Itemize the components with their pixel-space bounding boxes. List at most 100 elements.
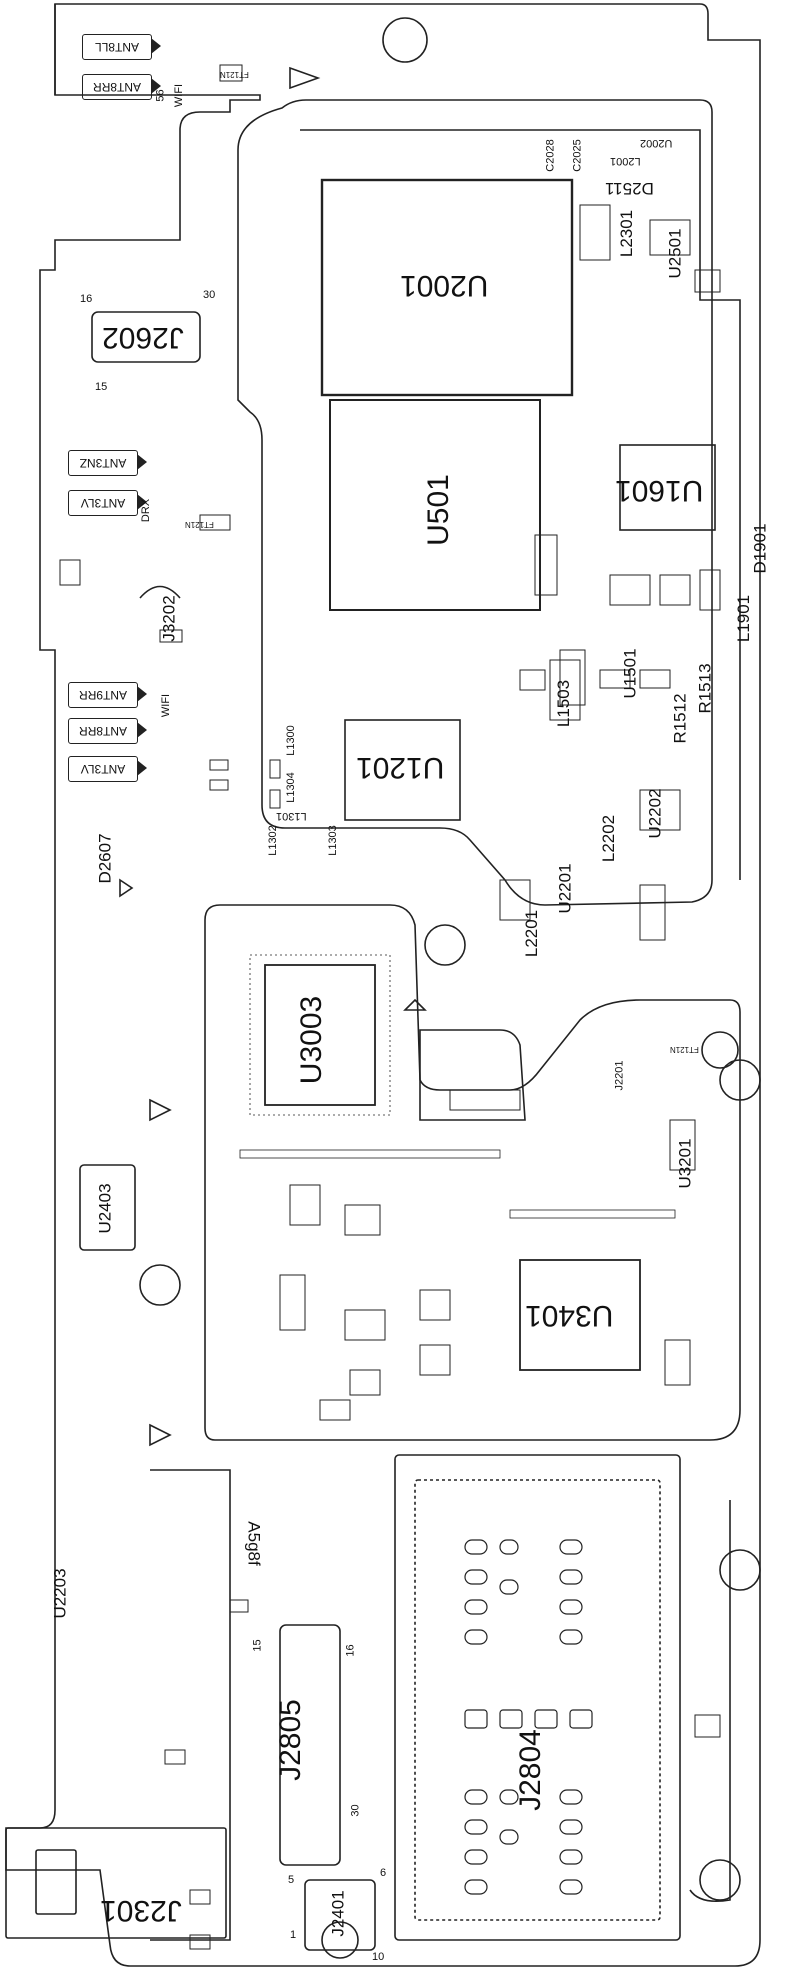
label-j2805-16: 16 bbox=[344, 1644, 357, 1657]
label-pin-30: 30 bbox=[203, 289, 216, 301]
label-j2401-6: 6 bbox=[380, 1867, 387, 1879]
passive-l1503: L1503 bbox=[554, 679, 574, 728]
mount-hole bbox=[321, 1921, 359, 1959]
shield-lower bbox=[150, 1469, 231, 1941]
label-j2805-30: 30 bbox=[349, 1804, 362, 1817]
passive-l1901: L1901 bbox=[734, 594, 754, 643]
j2805-outline bbox=[279, 1624, 341, 1866]
connector-label-j2401: J2401 bbox=[328, 1890, 348, 1937]
chip-label-u2403: U2403 bbox=[95, 1183, 115, 1234]
connector-label-j3202: J3202 bbox=[159, 595, 179, 642]
mount-hole bbox=[139, 1264, 181, 1306]
connector-label-j2301: J2301 bbox=[100, 1894, 182, 1927]
passive-l1302: L1302 bbox=[266, 825, 279, 856]
chip-label-u501: U501 bbox=[421, 474, 455, 546]
label-j2401-1: 1 bbox=[290, 1929, 297, 1941]
u501-outline bbox=[329, 399, 541, 611]
shield-upper-inner bbox=[300, 129, 741, 880]
u2001-outline bbox=[320, 178, 574, 397]
mount-hole bbox=[719, 1059, 761, 1101]
chip-label-u2501: U2501 bbox=[665, 228, 685, 279]
chip-label-u1501: U1501 bbox=[620, 648, 640, 699]
passive-r1512: R1512 bbox=[670, 693, 690, 744]
passive-l2202: L2202 bbox=[599, 814, 619, 863]
mount-hole bbox=[701, 1031, 739, 1069]
shield-sub bbox=[419, 1029, 526, 1121]
u1201-outline bbox=[344, 719, 461, 821]
connector-label-j2201: J2201 bbox=[613, 1060, 626, 1091]
antenna-tab-ant3lv: ANT3LV bbox=[68, 490, 138, 516]
chip-label-u1201: U1201 bbox=[356, 751, 445, 784]
mount-hole bbox=[382, 17, 428, 63]
label-ft-right: FT121N bbox=[670, 1045, 699, 1054]
u3401-outline bbox=[519, 1259, 641, 1371]
j2401-outline bbox=[304, 1879, 376, 1951]
connector-label-j2805: J2805 bbox=[273, 1699, 307, 1781]
passive-d1901: D1901 bbox=[750, 523, 770, 574]
chip-label-u2002: U2002 bbox=[640, 137, 673, 149]
label-j2401-5: 5 bbox=[288, 1874, 295, 1886]
label-j2401-10: 10 bbox=[372, 1951, 385, 1963]
audio-jack-inner bbox=[35, 1849, 77, 1915]
marker-triangle bbox=[149, 1098, 172, 1122]
passive-r1513: R1513 bbox=[695, 663, 715, 714]
shield-lower-right bbox=[689, 1500, 731, 1903]
label-wifi-top: WIFI bbox=[173, 83, 186, 108]
antenna-tab-ant9rr: ANT9RR bbox=[68, 682, 138, 708]
chip-label-u3401: U3401 bbox=[525, 1299, 614, 1332]
card-tray-outline bbox=[394, 1454, 681, 1941]
chip-label-u3201: U3201 bbox=[675, 1138, 695, 1189]
passive-l1303: L1303 bbox=[326, 825, 339, 856]
chip-label-u2201: U2201 bbox=[555, 863, 575, 914]
mount-hole bbox=[699, 1859, 741, 1901]
chip-label-u1601: U1601 bbox=[615, 474, 704, 507]
passive-c2028: C2028 bbox=[544, 139, 557, 172]
label-j2805-15: 15 bbox=[251, 1639, 264, 1652]
passive-d2607: D2607 bbox=[95, 833, 115, 884]
antenna-tab-ant8rr: ANT8RR bbox=[82, 74, 152, 100]
label-variant: A5g8f bbox=[244, 1521, 264, 1566]
passive-c2025: C2025 bbox=[571, 139, 584, 172]
passive-d2511: D2511 bbox=[605, 179, 654, 198]
shield-upper bbox=[237, 99, 713, 906]
passive-l1301: L1301 bbox=[276, 810, 307, 822]
passive-l2001: L2001 bbox=[610, 155, 641, 167]
connector-label-j2602: J2602 bbox=[102, 321, 184, 354]
chip-label-u2203: U2203 bbox=[50, 1568, 70, 1619]
antenna-tab-ant8rr-2: ANT8RR bbox=[68, 718, 138, 744]
passive-l2301: L2301 bbox=[617, 209, 637, 258]
passive-l1304: L1304 bbox=[284, 772, 297, 803]
passive-l1300: L1300 bbox=[284, 725, 297, 756]
audio-jack-outline bbox=[5, 1827, 227, 1939]
label-band-56: 56 bbox=[154, 89, 167, 102]
chip-label-u2202: U2202 bbox=[645, 788, 665, 839]
label-ft-mid: FT121N bbox=[185, 520, 214, 529]
board-edge bbox=[5, 3, 761, 1967]
u3003-outline bbox=[264, 964, 376, 1106]
antenna-tab-ant3nz: ANT3NZ bbox=[68, 450, 138, 476]
marker-triangle bbox=[403, 998, 427, 1011]
u2403-outline bbox=[79, 1164, 136, 1251]
marker-triangle bbox=[119, 878, 134, 898]
j3202-arc bbox=[139, 585, 181, 599]
label-wifi-mid: WIFI bbox=[160, 693, 173, 718]
label-pin-15: 15 bbox=[95, 381, 108, 393]
antenna-tab-ant3lv-2: ANT3LV bbox=[68, 756, 138, 782]
shield-mid bbox=[204, 904, 741, 1441]
mount-hole bbox=[424, 924, 466, 966]
label-drx: DRX bbox=[140, 498, 153, 523]
marker-triangle bbox=[149, 1423, 172, 1447]
connector-label-j2804: J2804 bbox=[513, 1729, 547, 1811]
u1601-outline bbox=[619, 444, 716, 531]
mount-hole bbox=[719, 1549, 761, 1591]
chip-label-u2001: U2001 bbox=[400, 269, 489, 302]
label-pin-16: 16 bbox=[80, 293, 93, 305]
antenna-tab-ant8ll: ANT8LL bbox=[82, 34, 152, 60]
chip-label-u3003: U3003 bbox=[295, 995, 329, 1085]
label-ft-top: FT121N bbox=[220, 70, 249, 79]
j2602-outline bbox=[91, 311, 201, 363]
marker-triangle bbox=[289, 66, 321, 90]
card-tray-inner bbox=[414, 1479, 661, 1921]
passive-l2201: L2201 bbox=[522, 909, 542, 958]
